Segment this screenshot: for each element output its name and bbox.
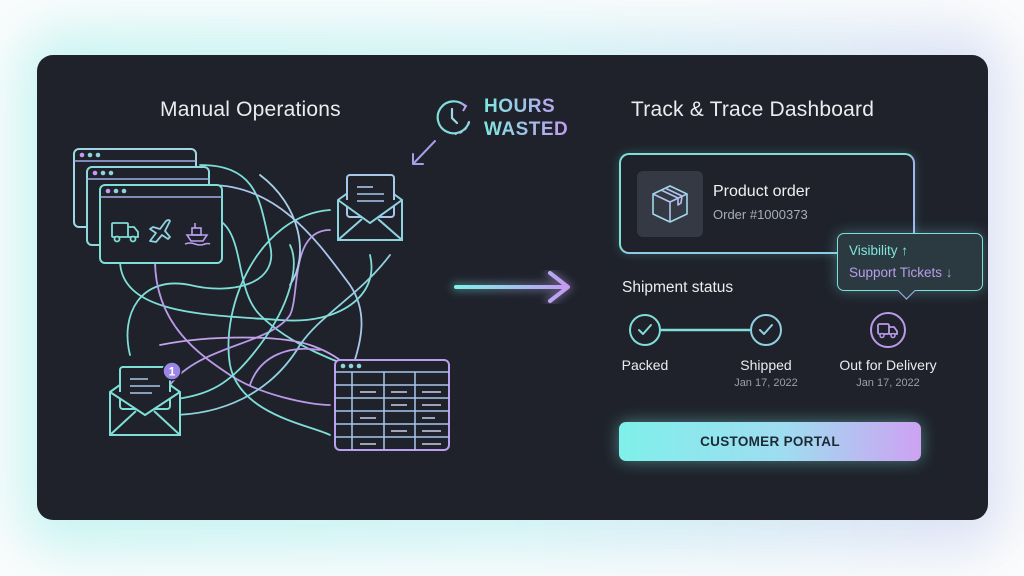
- airplane-icon: [149, 219, 171, 243]
- metrics-tooltip: Visibility ↑ Support Tickets ↓: [837, 233, 983, 300]
- order-card[interactable]: Product order Order #1000373: [619, 153, 915, 254]
- shipment-status-title: Shipment status: [622, 279, 734, 296]
- package-tile: [637, 171, 703, 237]
- arrow-right-icon: [451, 268, 573, 306]
- hours-wasted-callout: HOURS WASTED: [484, 96, 569, 140]
- truck-icon: [870, 312, 906, 348]
- clock-icon: [436, 100, 471, 136]
- step-packed-label: Packed: [621, 357, 669, 373]
- check-icon: [750, 314, 782, 346]
- arrow-down-left-icon: [412, 140, 436, 165]
- manual-operations-title: Manual Operations: [160, 98, 341, 121]
- infographic-panel: Manual Operations HOURS WASTED: [37, 55, 988, 520]
- check-icon: [629, 314, 661, 346]
- tooltip-pointer: [897, 281, 916, 300]
- order-name: Product order: [713, 183, 810, 200]
- notification-badge: [162, 361, 182, 381]
- order-number: Order #1000373: [713, 207, 808, 222]
- truck-icon: [111, 222, 139, 243]
- support-tickets-metric: Support Tickets ↓: [849, 265, 953, 280]
- customer-portal-button[interactable]: CUSTOMER PORTAL: [619, 422, 921, 461]
- step-out-for-delivery-label: Out for Delivery: [839, 357, 937, 373]
- manual-operations-diagram: 1: [73, 148, 450, 451]
- shipment-progress-track: [629, 312, 906, 348]
- ship-icon: [184, 223, 211, 246]
- dashboard-title: Track & Trace Dashboard: [631, 98, 875, 121]
- svg-text:1: 1: [169, 365, 176, 379]
- visibility-metric: Visibility ↑: [849, 243, 909, 258]
- package-icon: [652, 185, 688, 223]
- step-out-for-delivery-date: Jan 17, 2022: [856, 377, 920, 389]
- step-shipped-date: Jan 17, 2022: [734, 377, 798, 389]
- step-shipped-label: Shipped: [740, 357, 792, 373]
